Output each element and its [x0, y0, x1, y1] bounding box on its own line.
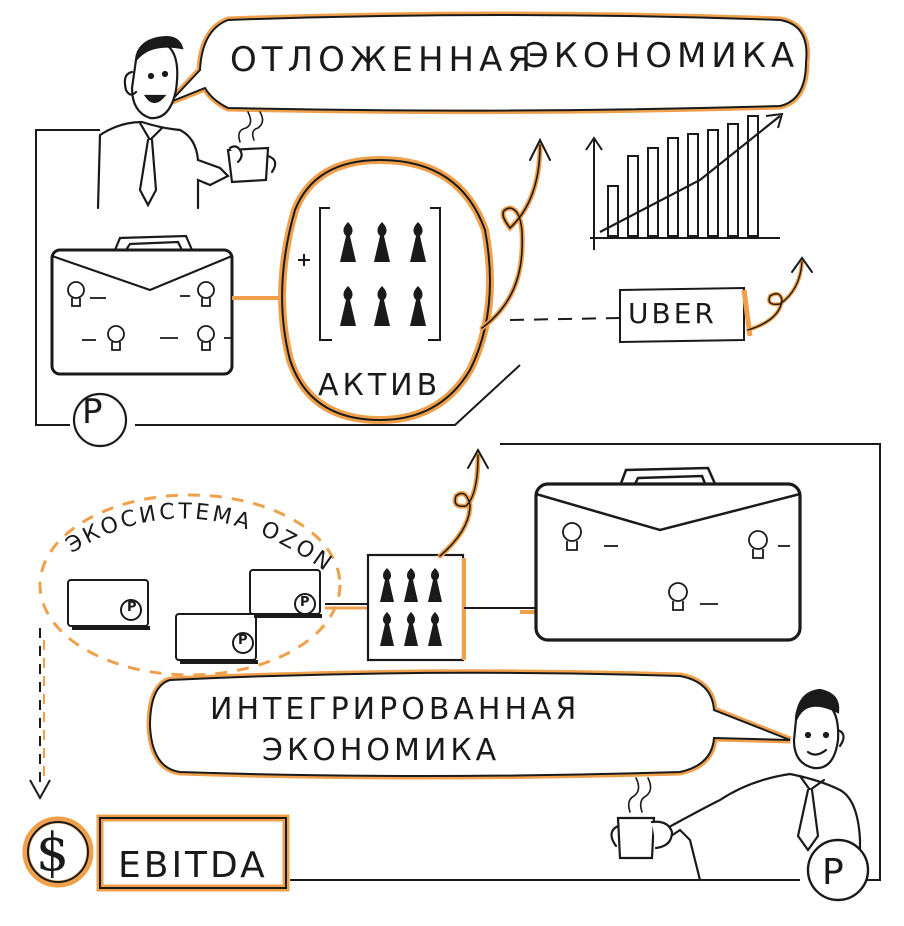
briefcase-bottom — [534, 466, 802, 642]
briefcase-top — [50, 234, 280, 376]
dollar-icon: $ — [36, 823, 70, 883]
integrated-economy-label-2: ЭКОНОМИКА — [262, 733, 501, 768]
ebitda-box — [96, 814, 290, 892]
deferred-economy-label: ОТЛОЖЕННАЯ — [230, 40, 536, 80]
ruble-circle-bottom — [806, 838, 870, 902]
growth-curl-arrow — [479, 137, 551, 331]
deferred-economy-label-2: ЭКОНОМИКА — [525, 36, 800, 76]
uber-label: UBER — [628, 297, 717, 330]
man-with-coffee-top — [96, 36, 277, 210]
ruble-circle-top — [72, 392, 128, 448]
growth-curl-arrow-uber — [746, 256, 813, 332]
ecosystem-cards — [67, 569, 322, 664]
asset-label: АКТИВ — [318, 368, 442, 403]
bottom-frame — [290, 443, 881, 881]
lightbulb-icon — [67, 281, 232, 351]
ebitda-label: EBITDA — [118, 845, 268, 886]
speech-bubble-deferred — [167, 11, 810, 115]
ruble-icon-bottom: P — [822, 852, 844, 893]
pawn-icon — [340, 222, 426, 326]
ruble-icon-top: P — [82, 392, 103, 432]
dashed-arrow-to-ebitda — [29, 628, 51, 801]
integrated-economy-label: ИНТЕГРИРОВАННАЯ — [210, 692, 581, 727]
ruble-icon-card-2: P — [238, 633, 248, 648]
man-with-coffee-bottom — [610, 688, 862, 882]
dollar-circle — [22, 816, 94, 888]
ruble-icon-card-3: P — [300, 595, 310, 610]
asset-oval — [278, 155, 494, 425]
top-frame — [35, 129, 521, 426]
bar-chart-icon — [585, 112, 784, 250]
growth-curl-arrow-bottom — [437, 447, 489, 559]
dashed-connector-uber — [509, 317, 621, 321]
ruble-icon-card-1: P — [127, 600, 137, 615]
pawn-box-bottom — [366, 553, 466, 662]
speech-bubble-integrated — [146, 669, 792, 780]
ecosystem-dashed-oval — [38, 493, 342, 677]
